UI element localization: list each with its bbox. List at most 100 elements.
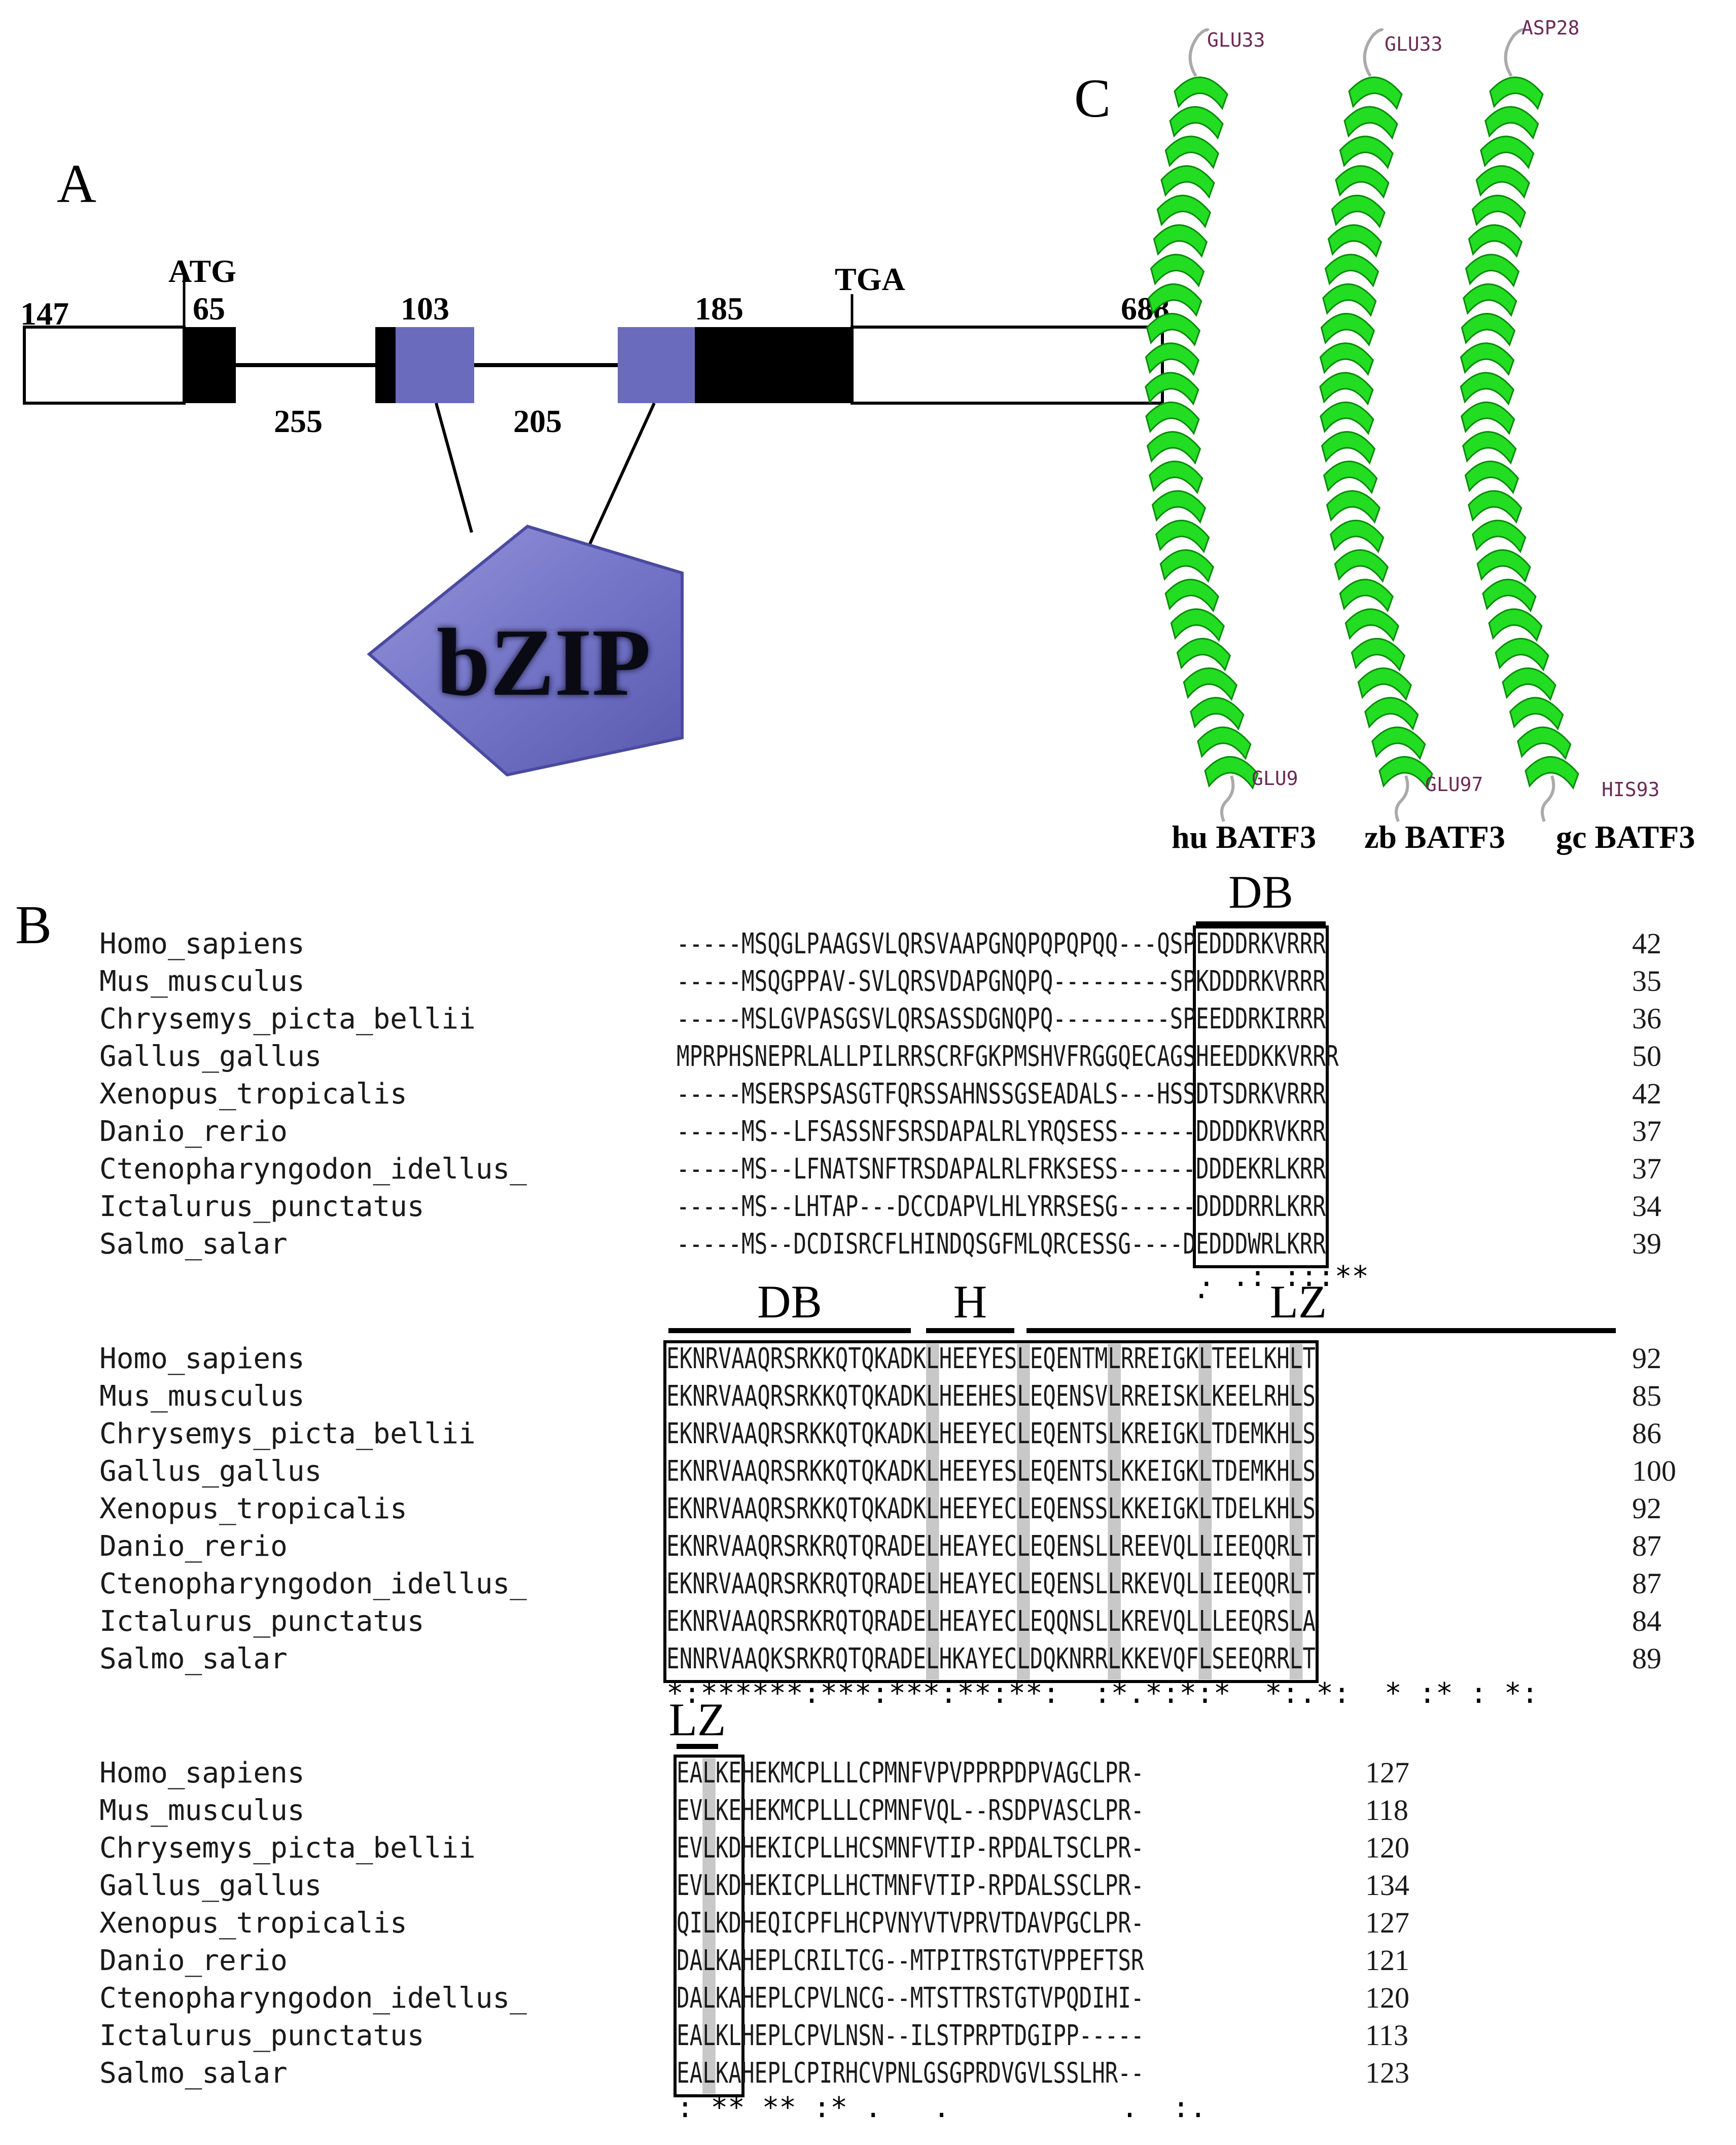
helix-turn [1525, 756, 1579, 790]
panel-b: B DBHomo_sapiens-----MSQGLPAAGSVLQRSVAAP… [15, 866, 1676, 2124]
sequence-position: 134 [1365, 1869, 1409, 1902]
helix-turn [1323, 460, 1378, 494]
label-255: 255 [274, 403, 323, 439]
sequence-position: 37 [1632, 1152, 1661, 1185]
label-65: 65 [193, 291, 225, 327]
helix-turn [1164, 579, 1219, 613]
alignment-row: Ctenopharyngodon_idellus_-----MS--LFNATS… [99, 1152, 1661, 1186]
aligned-sequence: EALKEHEKMCPLLLCPMNFVPVPPRPDPVAGCLPR- [677, 1757, 1144, 1790]
consensus-line: : ** ** :* . . . :. [677, 2091, 1207, 2124]
aligned-sequence: -----MS--LFNATSNFTRSDAPALRLFRKSESS------… [677, 1153, 1326, 1186]
helix-turn [1334, 549, 1389, 583]
species-name: Danio_rerio [99, 1944, 288, 1977]
alignment-row: Danio_rerio-----MS--LFSASSNFSRSDAPALRLYR… [99, 1115, 1661, 1148]
aligned-sequence: -----MSLGVPASGSVLQRSASSDGNQPQ---------SP… [677, 1003, 1326, 1035]
aligned-sequence: EKNRVAAQRSRKRQTQRADELHEAYECLEQQNSLLKREVQ… [666, 1605, 1316, 1638]
sequence-position: 121 [1365, 1944, 1409, 1977]
helix-turn [1153, 224, 1208, 258]
helix-turn [1204, 756, 1259, 790]
region-box [663, 1340, 1319, 1683]
helix-turn [1461, 313, 1516, 347]
region-label: H [953, 1276, 987, 1328]
helix-turn [1378, 756, 1433, 790]
exon2-bzip [396, 327, 474, 403]
helix-turn [1339, 135, 1394, 169]
bzip-label: bZIP [437, 610, 651, 716]
region-box [1193, 925, 1329, 1268]
helix-turn [1169, 106, 1224, 140]
aligned-sequence: EKNRVAAQRSRKRQTQRADELHEAYECLEQENSLLRKEVQ… [666, 1567, 1316, 1600]
species-name: Ctenopharyngodon_idellus_ [99, 1982, 527, 2015]
helix-turn [1327, 224, 1383, 258]
sequence-position: 85 [1632, 1379, 1661, 1412]
helix-turn [1190, 697, 1245, 731]
helix-turn [1146, 431, 1201, 465]
consensus-line: . .: :::** [1198, 1260, 1369, 1293]
sequence-position: 84 [1632, 1604, 1661, 1637]
helix-turn [1321, 431, 1376, 465]
alignment-row: Ctenopharyngodon_idellus_ EKNRVAAQRSRKRQT… [99, 1567, 1661, 1600]
aligned-sequence: EKNRVAAQRSRKKQTQKADKLHEEYESLEQENTSLKKEIG… [666, 1455, 1316, 1488]
conserved-column-highlight [1108, 1344, 1121, 1679]
helix-turn [1156, 195, 1211, 229]
conserved-column-highlight [1198, 1344, 1212, 1679]
panel-label-b: B [15, 895, 52, 955]
aligned-sequence: DALKAHEPLCPVLNCG--MTSTTRSTGTVPQDIHI- [677, 1982, 1144, 2015]
helix-turn [1471, 195, 1527, 229]
sequence-position: 34 [1632, 1190, 1661, 1223]
aligned-sequence: EVLKDHEKICPLLHCTMNFVTIP-RPDALSSCLPR- [677, 1869, 1144, 1902]
helix-turn [1517, 726, 1572, 760]
protein-name: hu BATF3 [1172, 819, 1316, 855]
helix-turn [1468, 224, 1523, 258]
residue-label-bottom: GLU9 [1252, 767, 1298, 790]
aligned-sequence: ENNRVAAQKSRKRQTQRADELHKAYECLDQKNRRLKKEVQ… [666, 1642, 1316, 1675]
helix-turn [1488, 608, 1543, 642]
exon3-utr [851, 326, 1164, 405]
species-name: Homo_sapiens [99, 927, 305, 960]
sequence-position: 89 [1632, 1642, 1661, 1675]
species-name: Homo_sapiens [99, 1342, 305, 1375]
sequence-position: 86 [1632, 1417, 1661, 1450]
region-box [674, 1755, 745, 2097]
species-name: Xenopus_tropicalis [99, 1492, 407, 1525]
panel-label-c: C [1074, 68, 1111, 129]
helix-turn [1489, 77, 1544, 111]
helix-turn [1197, 726, 1252, 760]
species-name: Chrysemys_picta_bellii [99, 1832, 476, 1865]
helix-turn [1482, 579, 1537, 613]
helix-turn [1460, 372, 1515, 406]
alignment-row: Chrysemys_picta_bellii-----MSLGVPASGSVLQ… [99, 1002, 1661, 1035]
helix-turn [1319, 372, 1374, 406]
species-name: Ctenopharyngodon_idellus_ [99, 1567, 527, 1600]
alignment-row: Salmo_salar-----MS--DCDISRCFLHINDQSGFMLQ… [99, 1227, 1661, 1261]
helix-turn [1357, 667, 1412, 701]
helix-turn [1509, 697, 1564, 731]
aligned-sequence: EALKAHEPLCPIRHCVPNLGSGPRDVGVLSSLHR-- [677, 2057, 1144, 2090]
helix-turn [1335, 165, 1390, 199]
helix-turn [1364, 697, 1419, 731]
sequence-position: 50 [1632, 1040, 1661, 1072]
label-205: 205 [513, 403, 562, 439]
panel-a: A 147 ATG 65 103 185 TGA 688 255 205 bZI… [20, 154, 1170, 777]
helix-turn [1155, 519, 1210, 554]
alignment-row: Ictalurus_punctatus-----MS--LHTAP---DCCD… [99, 1190, 1661, 1223]
sequence-position: 127 [1365, 1756, 1409, 1789]
coil-bottom [1395, 775, 1409, 823]
species-name: Mus_musculus [99, 1794, 305, 1827]
helix-turn [1348, 77, 1403, 111]
sequence-position: 42 [1632, 1077, 1661, 1110]
sequence-position: 92 [1632, 1492, 1661, 1525]
